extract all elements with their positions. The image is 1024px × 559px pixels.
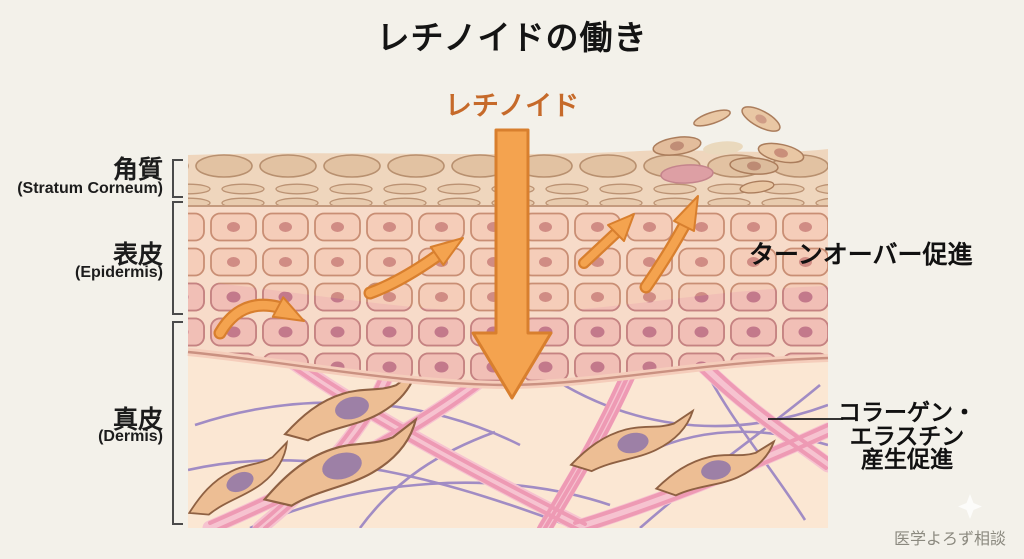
turnover-arrow-right-1 — [578, 213, 635, 269]
retinoid-label: レチノイド — [444, 91, 580, 121]
page-title: レチノイドの働き — [376, 19, 648, 56]
watermark: 医学よろず相談 — [893, 531, 1006, 548]
fibroblast — [569, 408, 695, 473]
turnover-arrows — [213, 195, 699, 340]
turnover-effect-label: ターンオーバー促進 — [749, 241, 973, 269]
collagen-effect-line3: 産生促進 — [861, 446, 953, 472]
layer-label-corneum-en: (Stratum Corneum) — [17, 180, 163, 197]
turnover-arrow-mid — [363, 237, 464, 300]
fibroblast — [188, 439, 289, 516]
fibroblast — [654, 439, 776, 497]
collagen-effect-line2: エラスチン — [849, 422, 965, 449]
layer-label-epidermis-jp: 表皮 — [112, 241, 163, 269]
retinoid-arrow — [471, 128, 553, 400]
flaking-cells — [652, 106, 805, 194]
layer-label-dermis-jp: 真皮 — [112, 406, 163, 434]
fibroblasts — [188, 368, 776, 516]
layer-label-epidermis-en: (Epidermis) — [74, 264, 163, 281]
layer-label-dermis-en: (Dermis) — [98, 428, 163, 445]
collagen-effect-label: コラーゲン・ エラスチン 産生促進 — [834, 399, 980, 472]
sparkle-icon — [958, 494, 982, 519]
layer-label-corneum-jp: 角質 — [112, 156, 163, 184]
collagen-effect-line1: コラーゲン・ — [838, 399, 976, 425]
fibroblast — [262, 416, 418, 507]
layer-brackets — [172, 159, 183, 525]
turnover-arrow-left — [213, 296, 305, 340]
turnover-arrow-right-2 — [639, 195, 699, 294]
